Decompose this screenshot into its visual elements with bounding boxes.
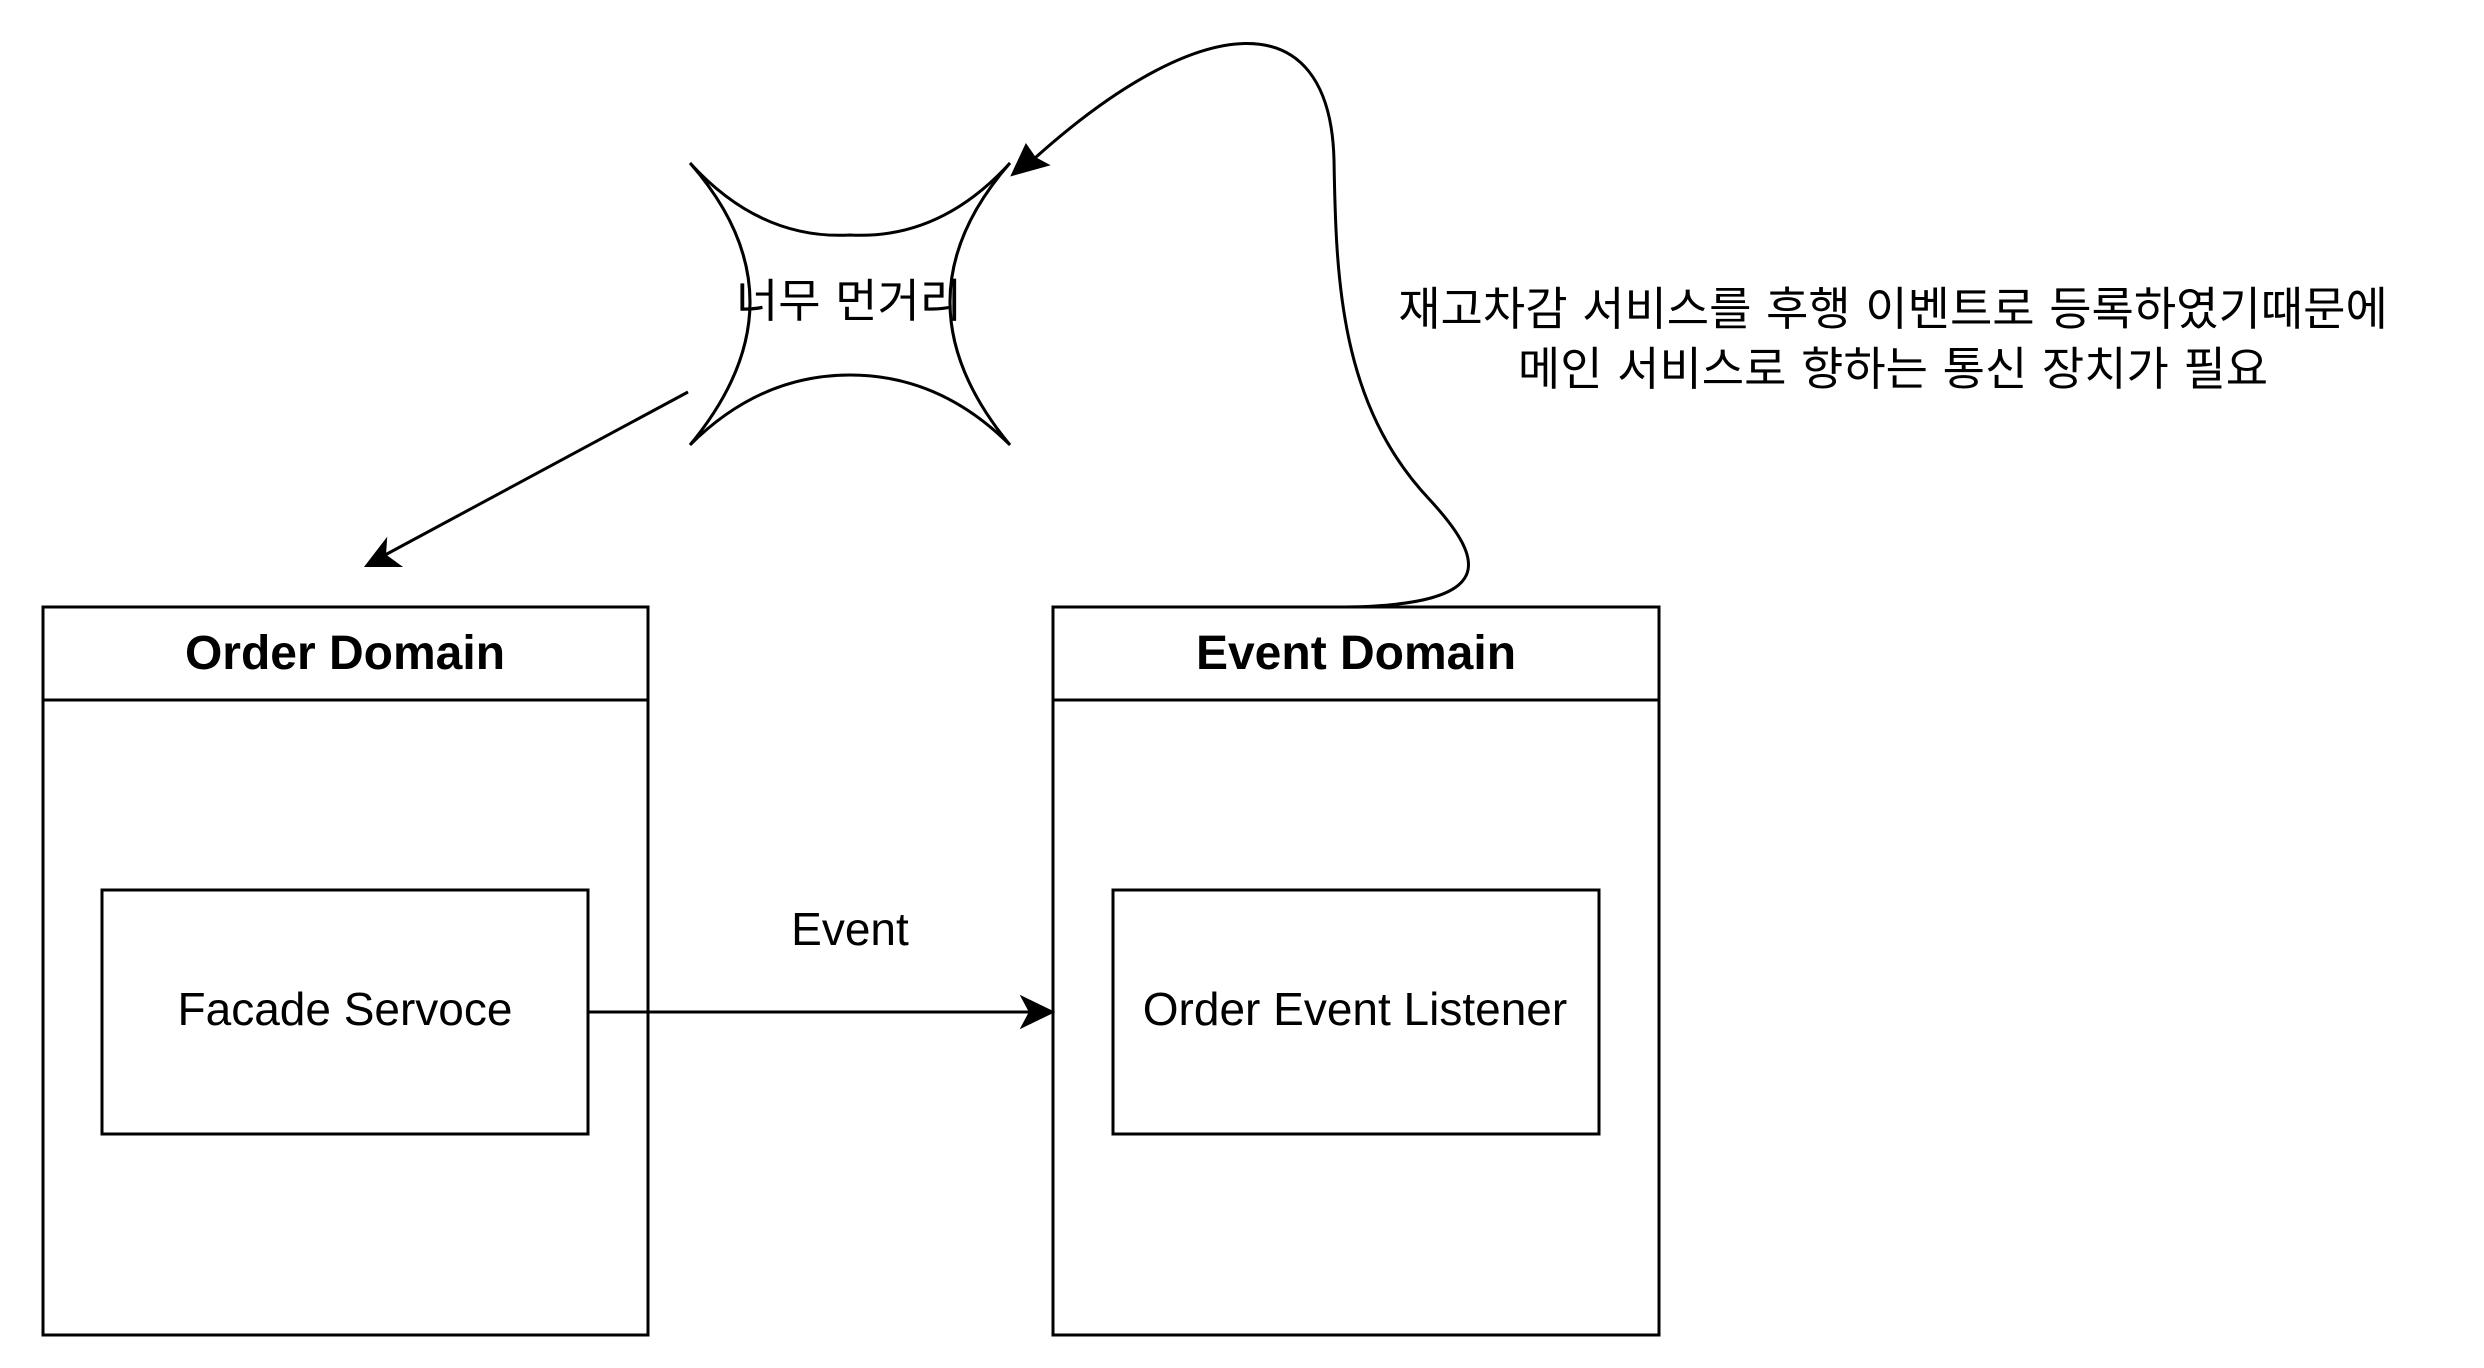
too-far-burst-shape[interactable]: 너무 먼거리 <box>688 161 1012 447</box>
facade-service-label: Facade Servoce <box>178 983 513 1035</box>
facade-service-box[interactable]: Facade Servoce <box>100 888 590 1136</box>
curve-arrow-path <box>1033 42 1471 609</box>
order-event-listener-border <box>1111 888 1601 1136</box>
event-arrow-label: Event <box>791 903 909 955</box>
order-domain-title: Order Domain <box>185 627 505 680</box>
burst-label: 너무 먼거리 <box>736 274 962 328</box>
order-event-listener-box[interactable]: Order Event Listener <box>1111 888 1601 1136</box>
annotation-note: 재고차감 서비스를 후행 이벤트로 등록하였기때문에 메인 서비스로 향하는 통… <box>1398 282 2388 396</box>
order-event-listener-label: Order Event Listener <box>1143 983 1567 1035</box>
facade-service-border <box>100 888 590 1136</box>
event-domain-title: Event Domain <box>1196 627 1516 680</box>
burst-to-order-line <box>384 390 689 557</box>
burst-outline <box>688 161 1012 447</box>
event-arrow-head <box>1019 994 1056 1030</box>
note-line-1: 재고차감 서비스를 후행 이벤트로 등록하였기때문에 <box>1398 282 2388 336</box>
curve-arrowhead <box>1010 142 1051 177</box>
burst-to-order-arrow[interactable] <box>363 390 689 567</box>
burst-to-order-arrowhead <box>363 536 404 567</box>
event-arrow[interactable]: Event <box>588 903 1056 1030</box>
event-to-burst-curve-arrow[interactable] <box>1010 42 1471 609</box>
note-line-2: 메인 서비스로 향하는 통신 장치가 필요 <box>1518 342 2268 396</box>
